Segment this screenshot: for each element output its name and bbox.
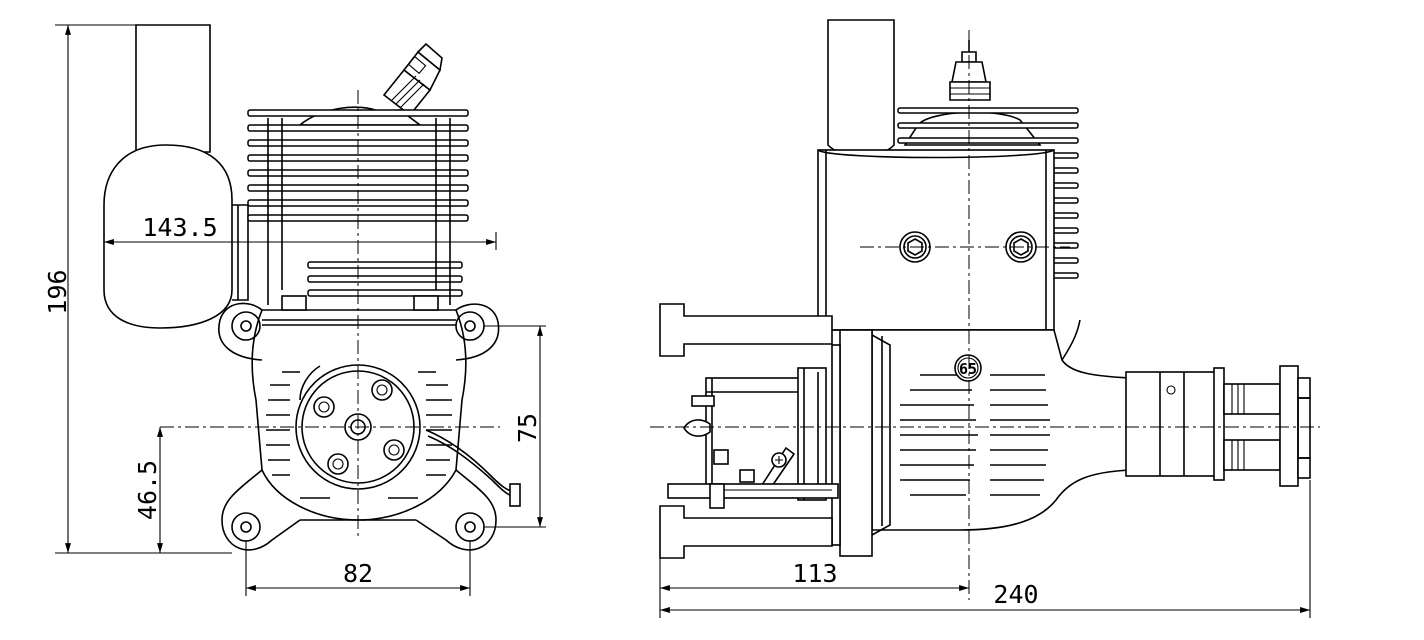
- cylinder-fin: [897, 137, 1079, 144]
- displacement-badge-text: 65: [959, 360, 977, 378]
- manifold-bolts: [899, 231, 1037, 263]
- displacement-badge: 65: [954, 354, 982, 382]
- dim-196-label: 196: [43, 269, 72, 314]
- rear-plate: [831, 329, 891, 557]
- prop-drive: [1125, 365, 1311, 487]
- cylinder-fin: [307, 275, 463, 283]
- spark-plug-side: [949, 40, 991, 101]
- cylinder-fin: [897, 107, 1079, 114]
- dim-240-label: 240: [993, 580, 1038, 609]
- mount-handles: [659, 303, 833, 559]
- dim-46-5-label: 46.5: [133, 460, 162, 520]
- muffler: [103, 24, 249, 329]
- front-view: 196 143.5 75 46.5 82: [43, 24, 546, 596]
- cylinder-fin: [307, 289, 463, 297]
- carburetor: [667, 367, 839, 509]
- crankcase-side: [871, 319, 1131, 531]
- ignition-wire: [425, 429, 515, 493]
- side-view: 65: [650, 19, 1320, 618]
- dim-75-label: 75: [513, 413, 542, 443]
- dim-82-label: 82: [343, 559, 373, 588]
- dim-113-label: 113: [792, 559, 837, 588]
- dim-143-5-label: 143.5: [142, 213, 217, 242]
- cylinder-fin: [307, 261, 463, 269]
- exhaust-pipe: [827, 19, 895, 157]
- spark-plug: [382, 42, 443, 117]
- cylinder-fin: [897, 122, 1079, 129]
